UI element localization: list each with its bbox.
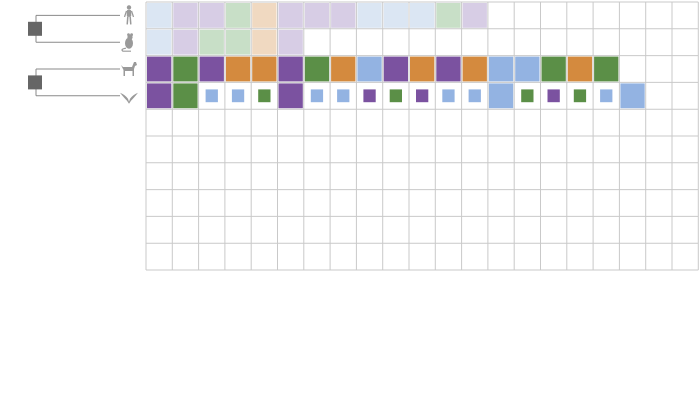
tree-node-marker (28, 75, 42, 90)
icon-part (127, 33, 130, 37)
matrix-cell (462, 3, 487, 28)
matrix-cell (278, 56, 303, 82)
matrix-cell (521, 89, 534, 103)
matrix-cell (199, 56, 224, 82)
matrix-cell (258, 89, 271, 103)
bird-icon (120, 92, 138, 104)
matrix-cell (147, 29, 172, 55)
matrix-cell (541, 56, 566, 82)
matrix-cell (416, 89, 429, 103)
matrix-cell (547, 89, 560, 103)
matrix-cell (252, 56, 277, 82)
matrix-cell (389, 89, 402, 103)
matrix-cell (357, 56, 382, 82)
tree-node-marker (28, 21, 42, 36)
matrix-cell (436, 3, 461, 28)
matrix-cell (600, 89, 613, 103)
icon-part (129, 16, 132, 25)
matrix-cell (410, 3, 435, 28)
matrix-cell (620, 83, 645, 109)
icon-part (126, 5, 132, 10)
dog-icon (121, 62, 137, 76)
matrix-cell (278, 83, 303, 109)
matrix-cell (173, 83, 198, 109)
matrix-cell (488, 83, 514, 109)
matrix-cell (147, 3, 172, 28)
matrix-cell (331, 3, 356, 28)
matrix-cell (199, 3, 224, 28)
matrix-cell (278, 3, 303, 28)
matrix-cell (337, 89, 350, 103)
icon-part (126, 16, 129, 25)
matrix-cell (252, 29, 277, 55)
species-icons (120, 5, 138, 104)
matrix-cell (225, 56, 251, 82)
matrix-cell (225, 29, 251, 55)
matrix-cell (594, 56, 619, 82)
matrix-cell (199, 29, 224, 55)
matrix-cell (567, 56, 593, 82)
matrix-cell (173, 56, 198, 82)
matrix-cell (304, 56, 330, 82)
matrix-cell (515, 56, 540, 82)
matrix-cell (442, 89, 455, 103)
matrix-cell (147, 83, 172, 109)
icon-part (125, 37, 133, 49)
matrix-cell (225, 3, 251, 28)
matrix-cell (147, 56, 172, 82)
matrix-cell (363, 89, 376, 103)
matrix-cell (462, 56, 487, 82)
matrix-cell (252, 3, 277, 28)
matrix-cell (436, 56, 461, 82)
matrix-cell (310, 89, 324, 103)
icon-part (126, 9, 132, 17)
icon-part (121, 62, 137, 76)
human-icon (123, 5, 135, 25)
matrix-cell (205, 89, 218, 103)
matrix-cell (357, 3, 382, 28)
icon-part (130, 33, 133, 37)
icon-part (123, 10, 128, 18)
icon-part (130, 10, 135, 18)
matrix-cell (331, 56, 356, 82)
color-matrix (147, 3, 645, 109)
matrix-cell (278, 29, 303, 55)
matrix-cell (173, 3, 198, 28)
grid-lines (145, 1, 699, 271)
icon-part (121, 47, 131, 52)
matrix-cell (383, 3, 408, 28)
icon-part (120, 92, 138, 104)
matrix-cell (488, 56, 514, 82)
mouse-icon (121, 33, 133, 52)
matrix-cell (573, 89, 587, 103)
matrix-cell (410, 56, 435, 82)
matrix-cell (231, 89, 245, 103)
matrix-cell (304, 3, 330, 28)
matrix-cell (468, 89, 481, 103)
phylogenetic-tree (28, 14, 120, 97)
matrix-cell (173, 29, 198, 55)
matrix-cell (383, 56, 408, 82)
